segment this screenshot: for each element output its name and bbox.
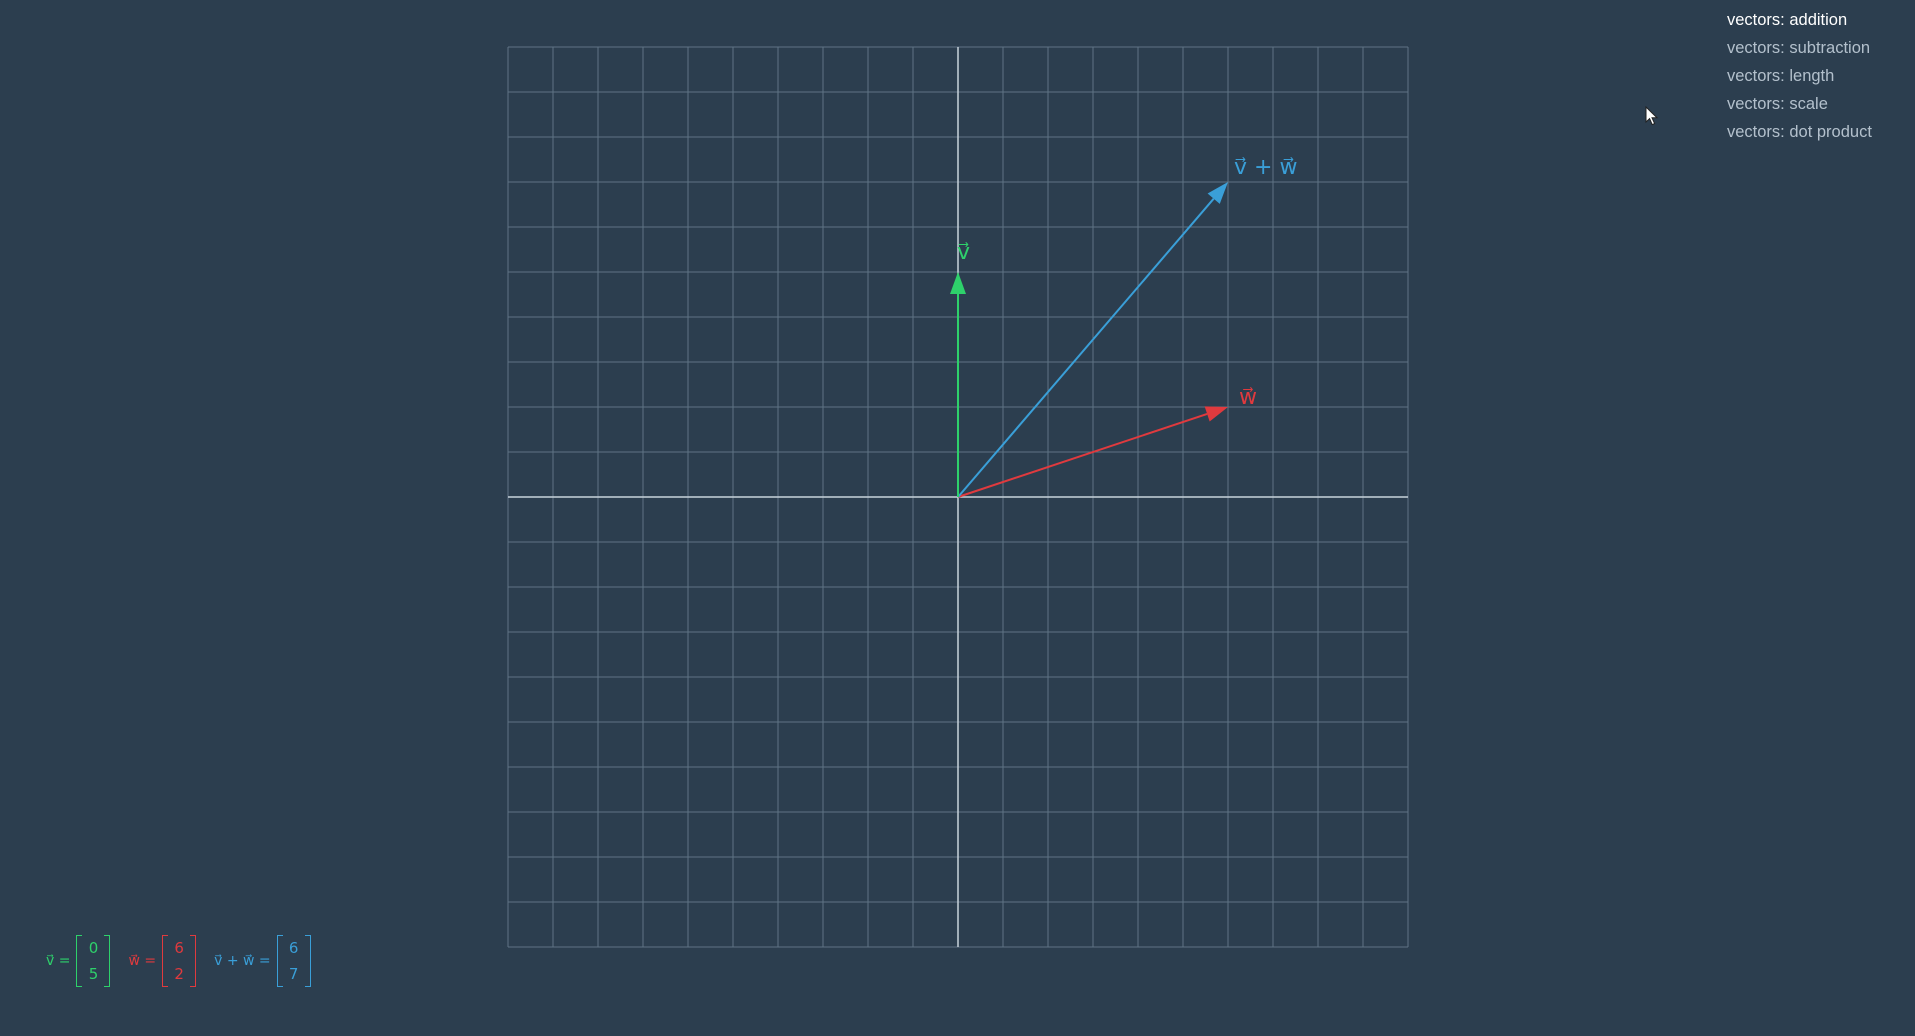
- vectors-layer: w⃗ v⃗ + w⃗ v⃗: [950, 155, 1297, 498]
- vector-sum-label: v⃗ + w⃗: [1234, 155, 1297, 180]
- menu-item-length[interactable]: vectors: length: [1727, 67, 1835, 85]
- matrix-w: 6 2: [162, 935, 197, 987]
- vector-w-arrowhead[interactable]: [1204, 406, 1228, 422]
- matrix-v: 0 5: [76, 935, 111, 987]
- vector-v-label: v⃗: [957, 240, 970, 265]
- matrix-w-top: 6: [174, 939, 184, 957]
- equation-sum: v⃗ + w⃗ = 6 7: [214, 935, 311, 987]
- menu-item-addition[interactable]: vectors: addition: [1727, 11, 1848, 29]
- vector-w-shaft[interactable]: [957, 413, 1208, 498]
- menu-item-subtraction[interactable]: vectors: subtraction: [1727, 39, 1871, 57]
- vector-v-arrowhead[interactable]: [950, 272, 966, 294]
- matrix-sum: 6 7: [276, 935, 311, 987]
- matrix-sum-bottom: 7: [288, 965, 299, 983]
- matrix-w-bottom: 2: [174, 965, 184, 983]
- vector-sum-arrowhead[interactable]: [1207, 182, 1228, 204]
- matrix-v-top: 0: [88, 939, 99, 957]
- vector-sum-shaft[interactable]: [957, 198, 1215, 498]
- demo-menu: vectors: addition vectors: subtraction v…: [1727, 6, 1872, 146]
- equation-w: w⃗ = 6 2: [128, 935, 197, 987]
- menu-item-dot-product[interactable]: vectors: dot product: [1727, 123, 1872, 141]
- vector-equations: v⃗ = 0 5 w⃗ = 6 2 v⃗ + w⃗ = 6 7: [46, 934, 329, 988]
- mouse-pointer-icon: [1645, 106, 1659, 126]
- vector-w-label: w⃗: [1239, 385, 1257, 410]
- equation-v: v⃗ = 0 5: [46, 935, 111, 987]
- matrix-sum-top: 6: [288, 939, 299, 957]
- menu-item-scale[interactable]: vectors: scale: [1727, 95, 1828, 113]
- equation-v-label: v⃗ =: [46, 953, 71, 969]
- equation-w-label: w⃗ =: [128, 953, 157, 969]
- matrix-v-bottom: 5: [88, 965, 99, 983]
- equation-sum-label: v⃗ + w⃗ =: [214, 953, 271, 969]
